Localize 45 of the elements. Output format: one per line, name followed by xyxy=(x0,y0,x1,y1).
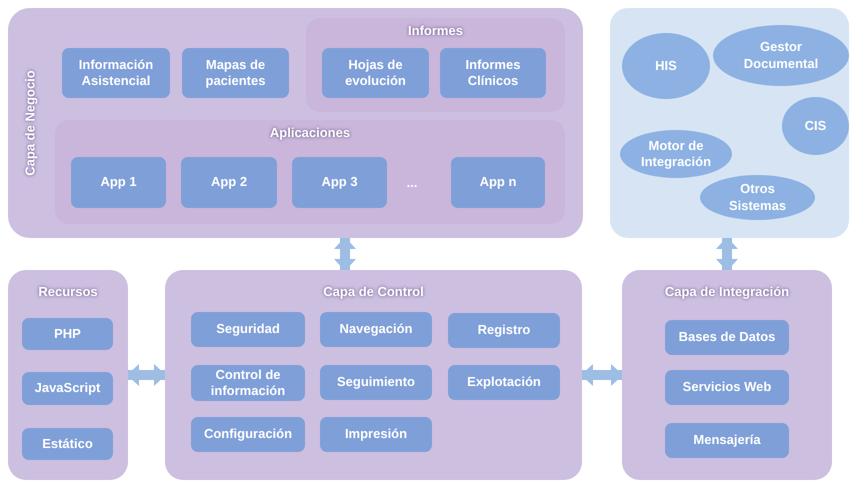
double-arrow xyxy=(127,364,166,386)
layer-panel xyxy=(8,8,583,238)
module-box: App 3 xyxy=(292,157,387,208)
layer-title: Capa de Control xyxy=(323,284,424,299)
system-ellipse: Motor de Integración xyxy=(620,130,732,178)
layer-panel xyxy=(165,270,582,480)
system-ellipse: HIS xyxy=(622,33,710,99)
layer-title: Recursos xyxy=(38,284,98,299)
module-box: Seguimiento xyxy=(320,365,432,400)
systems-panel xyxy=(610,8,849,238)
system-ellipse: CIS xyxy=(782,97,849,155)
system-ellipse: Otros Sistemas xyxy=(700,175,815,220)
module-box: Control de información xyxy=(191,365,305,401)
module-box: Estático xyxy=(22,428,113,460)
module-box: Seguridad xyxy=(191,312,305,347)
layer-panel xyxy=(622,270,832,480)
module-box: App n xyxy=(451,157,545,208)
module-box: Configuración xyxy=(191,417,305,452)
layer-title: Capa de Negocio xyxy=(22,70,38,176)
module-box: App 1 xyxy=(71,157,166,208)
double-arrow xyxy=(581,364,623,386)
module-box: Mapas de pacientes xyxy=(182,48,289,98)
module-box: Informes Clínicos xyxy=(440,48,546,98)
module-box: PHP xyxy=(22,318,113,350)
module-box: Información Asistencial xyxy=(62,48,170,98)
module-box: Mensajería xyxy=(665,423,789,458)
group-panel xyxy=(55,120,565,224)
double-arrow xyxy=(716,237,738,271)
module-box: JavaScript xyxy=(22,372,113,405)
group-title: Informes xyxy=(408,23,463,38)
module-box: Impresión xyxy=(320,417,432,452)
system-ellipse: Gestor Documental xyxy=(713,25,849,86)
layer-title: Capa de Integración xyxy=(664,284,790,299)
group-panel xyxy=(306,18,565,112)
module-box: Navegación xyxy=(320,312,432,347)
module-box: Registro xyxy=(448,313,560,348)
module-box: Hojas de evolución xyxy=(322,48,429,98)
module-box: App 2 xyxy=(181,157,277,208)
module-box: Explotación xyxy=(448,365,560,400)
ellipsis-label: ... xyxy=(406,174,418,192)
group-title: Aplicaciones xyxy=(270,125,350,140)
double-arrow xyxy=(334,237,356,271)
module-box: Bases de Datos xyxy=(665,320,789,355)
layer-panel xyxy=(8,270,128,480)
module-box: Servicios Web xyxy=(665,370,789,405)
